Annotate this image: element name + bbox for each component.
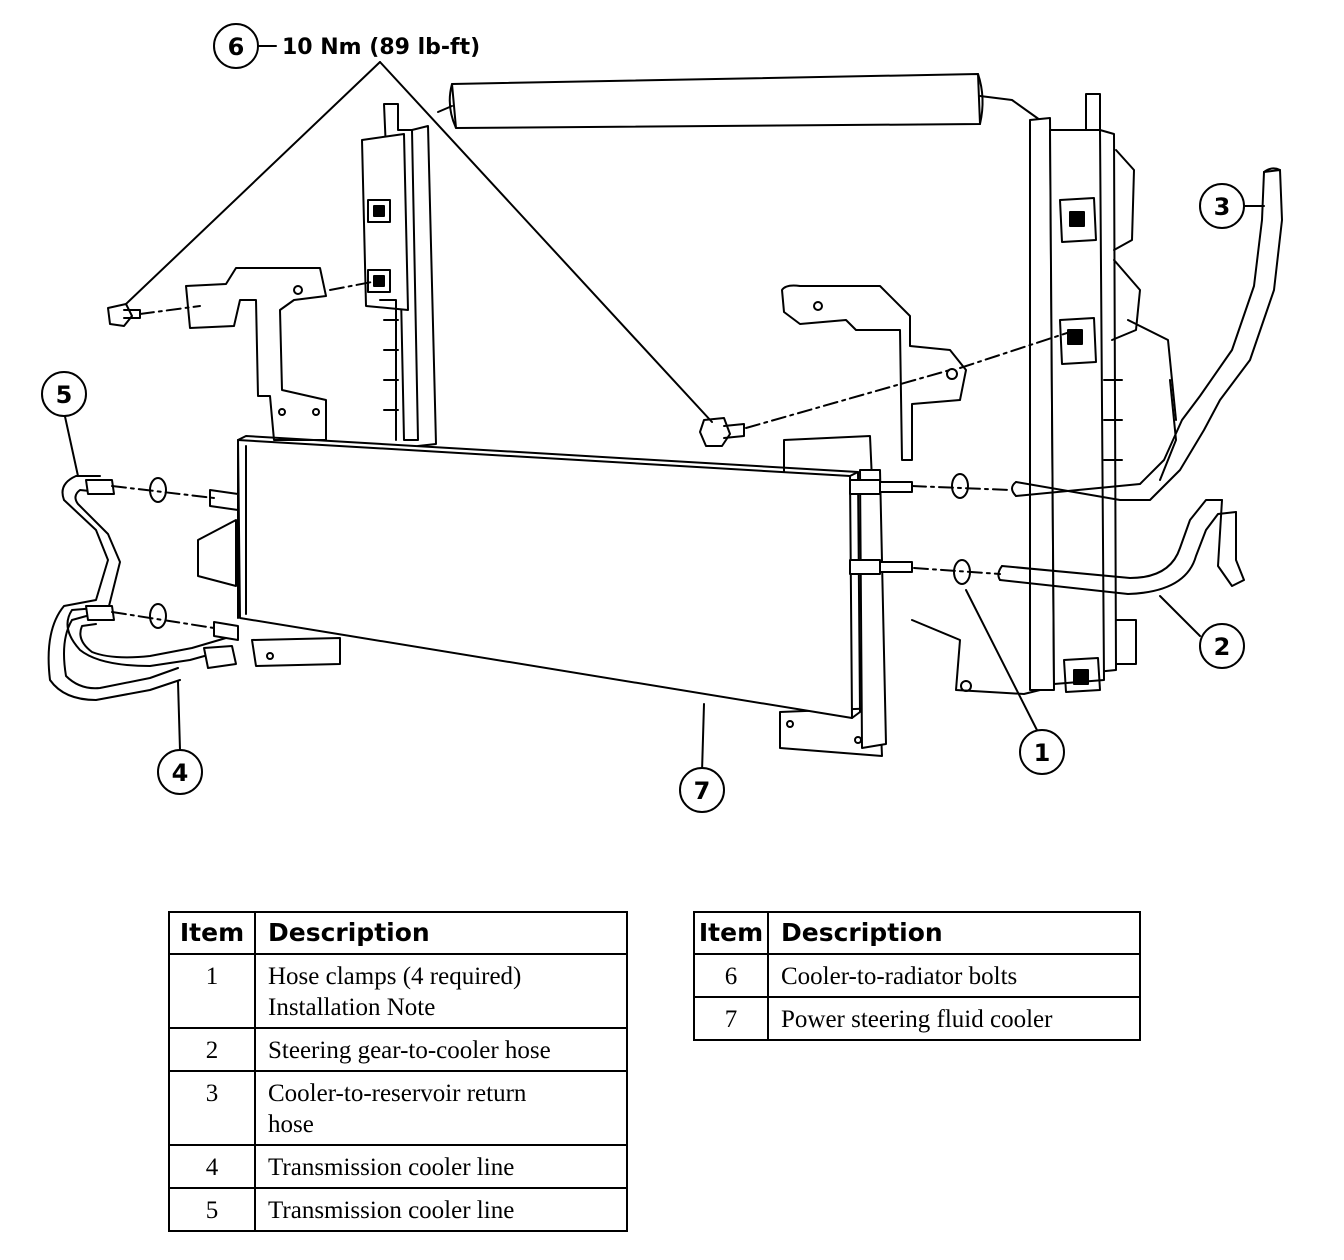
row-description-line: Cooler-to-reservoir return xyxy=(268,1080,527,1107)
header-item: Item xyxy=(693,911,769,955)
row-description-line: Hose clamps (4 required) xyxy=(268,963,522,990)
power-steering-fluid-cooler xyxy=(209,435,913,719)
cooler-to-reservoir-return-hose xyxy=(1011,167,1283,501)
row-item: 3 xyxy=(168,1070,256,1146)
row-item: 5 xyxy=(168,1187,256,1232)
row-description-line: hose xyxy=(268,1111,314,1138)
row-description-line: Transmission cooler line xyxy=(268,1154,515,1181)
exploded-view-diagram: 6 10 Nm (89 lb-ft) 3 5 2 1 4 7 xyxy=(41,23,1283,813)
row-item: 2 xyxy=(168,1027,256,1072)
callout-1: 1 xyxy=(1034,739,1051,767)
row-description: Steering gear-to-cooler hose xyxy=(254,1027,628,1072)
row-description: Hose clamps (4 required) Installation Not… xyxy=(254,953,628,1029)
radiator-left-tank xyxy=(361,103,437,447)
table-row: 2 Steering gear-to-cooler hose xyxy=(168,1027,628,1072)
row-description-line: Transmission cooler line xyxy=(268,1197,515,1224)
transmission-cooler-line-upper xyxy=(47,475,181,701)
table-row: 4 Transmission cooler line xyxy=(168,1144,628,1189)
header-item: Item xyxy=(168,911,256,955)
table-row: 3 Cooler-to-reservoir return hose xyxy=(168,1070,628,1146)
row-description: Cooler-to-radiator bolts xyxy=(767,953,1141,998)
callout-3: 3 xyxy=(1214,193,1231,221)
row-item: 6 xyxy=(693,953,769,998)
row-description-line: Steering gear-to-cooler hose xyxy=(268,1037,551,1064)
table-row: 1 Hose clamps (4 required) Installation N… xyxy=(168,953,628,1029)
callout-circles xyxy=(41,23,1245,813)
callout-5: 5 xyxy=(56,381,73,409)
steering-gear-to-cooler-hose xyxy=(997,499,1245,595)
callout-4: 4 xyxy=(172,759,189,787)
row-description: Power steering fluid cooler xyxy=(767,996,1141,1041)
header-description: Description xyxy=(254,911,628,955)
row-description: Transmission cooler line xyxy=(254,1144,628,1189)
callout-7: 7 xyxy=(694,777,711,805)
cooler-to-radiator-bolts xyxy=(107,303,745,447)
callout-2: 2 xyxy=(1214,633,1231,661)
torque-spec: 10 Nm (89 lb-ft) xyxy=(282,35,480,60)
row-description: Cooler-to-reservoir return hose xyxy=(254,1070,628,1146)
legend-header-row: Item Description xyxy=(693,911,1141,955)
row-item: 1 xyxy=(168,953,256,1029)
table-row: 5 Transmission cooler line xyxy=(168,1187,628,1232)
callout-6: 6 xyxy=(228,33,245,61)
header-description: Description xyxy=(767,911,1141,955)
assembly-center-lines xyxy=(111,281,1071,629)
row-description-line: Installation Note xyxy=(268,994,436,1021)
leader-lines xyxy=(63,45,1265,773)
row-item: 7 xyxy=(693,996,769,1041)
legend-table-left: Item Description 1 Hose clamps (4 requir… xyxy=(168,911,628,1232)
row-item: 4 xyxy=(168,1144,256,1189)
radiator-right-tank xyxy=(1029,93,1141,693)
legend-table-right: Item Description 6 Cooler-to-radiator bo… xyxy=(693,911,1141,1041)
row-description: Transmission cooler line xyxy=(254,1187,628,1232)
transmission-cooler-line-lower xyxy=(66,605,237,669)
table-row: 6 Cooler-to-radiator bolts xyxy=(693,953,1141,998)
right-mounting-bracket xyxy=(779,284,1041,757)
left-mounting-bracket xyxy=(185,267,341,667)
table-row: 7 Power steering fluid cooler xyxy=(693,996,1141,1041)
radiator-top-tube xyxy=(437,73,1041,129)
legend-header-row: Item Description xyxy=(168,911,628,955)
